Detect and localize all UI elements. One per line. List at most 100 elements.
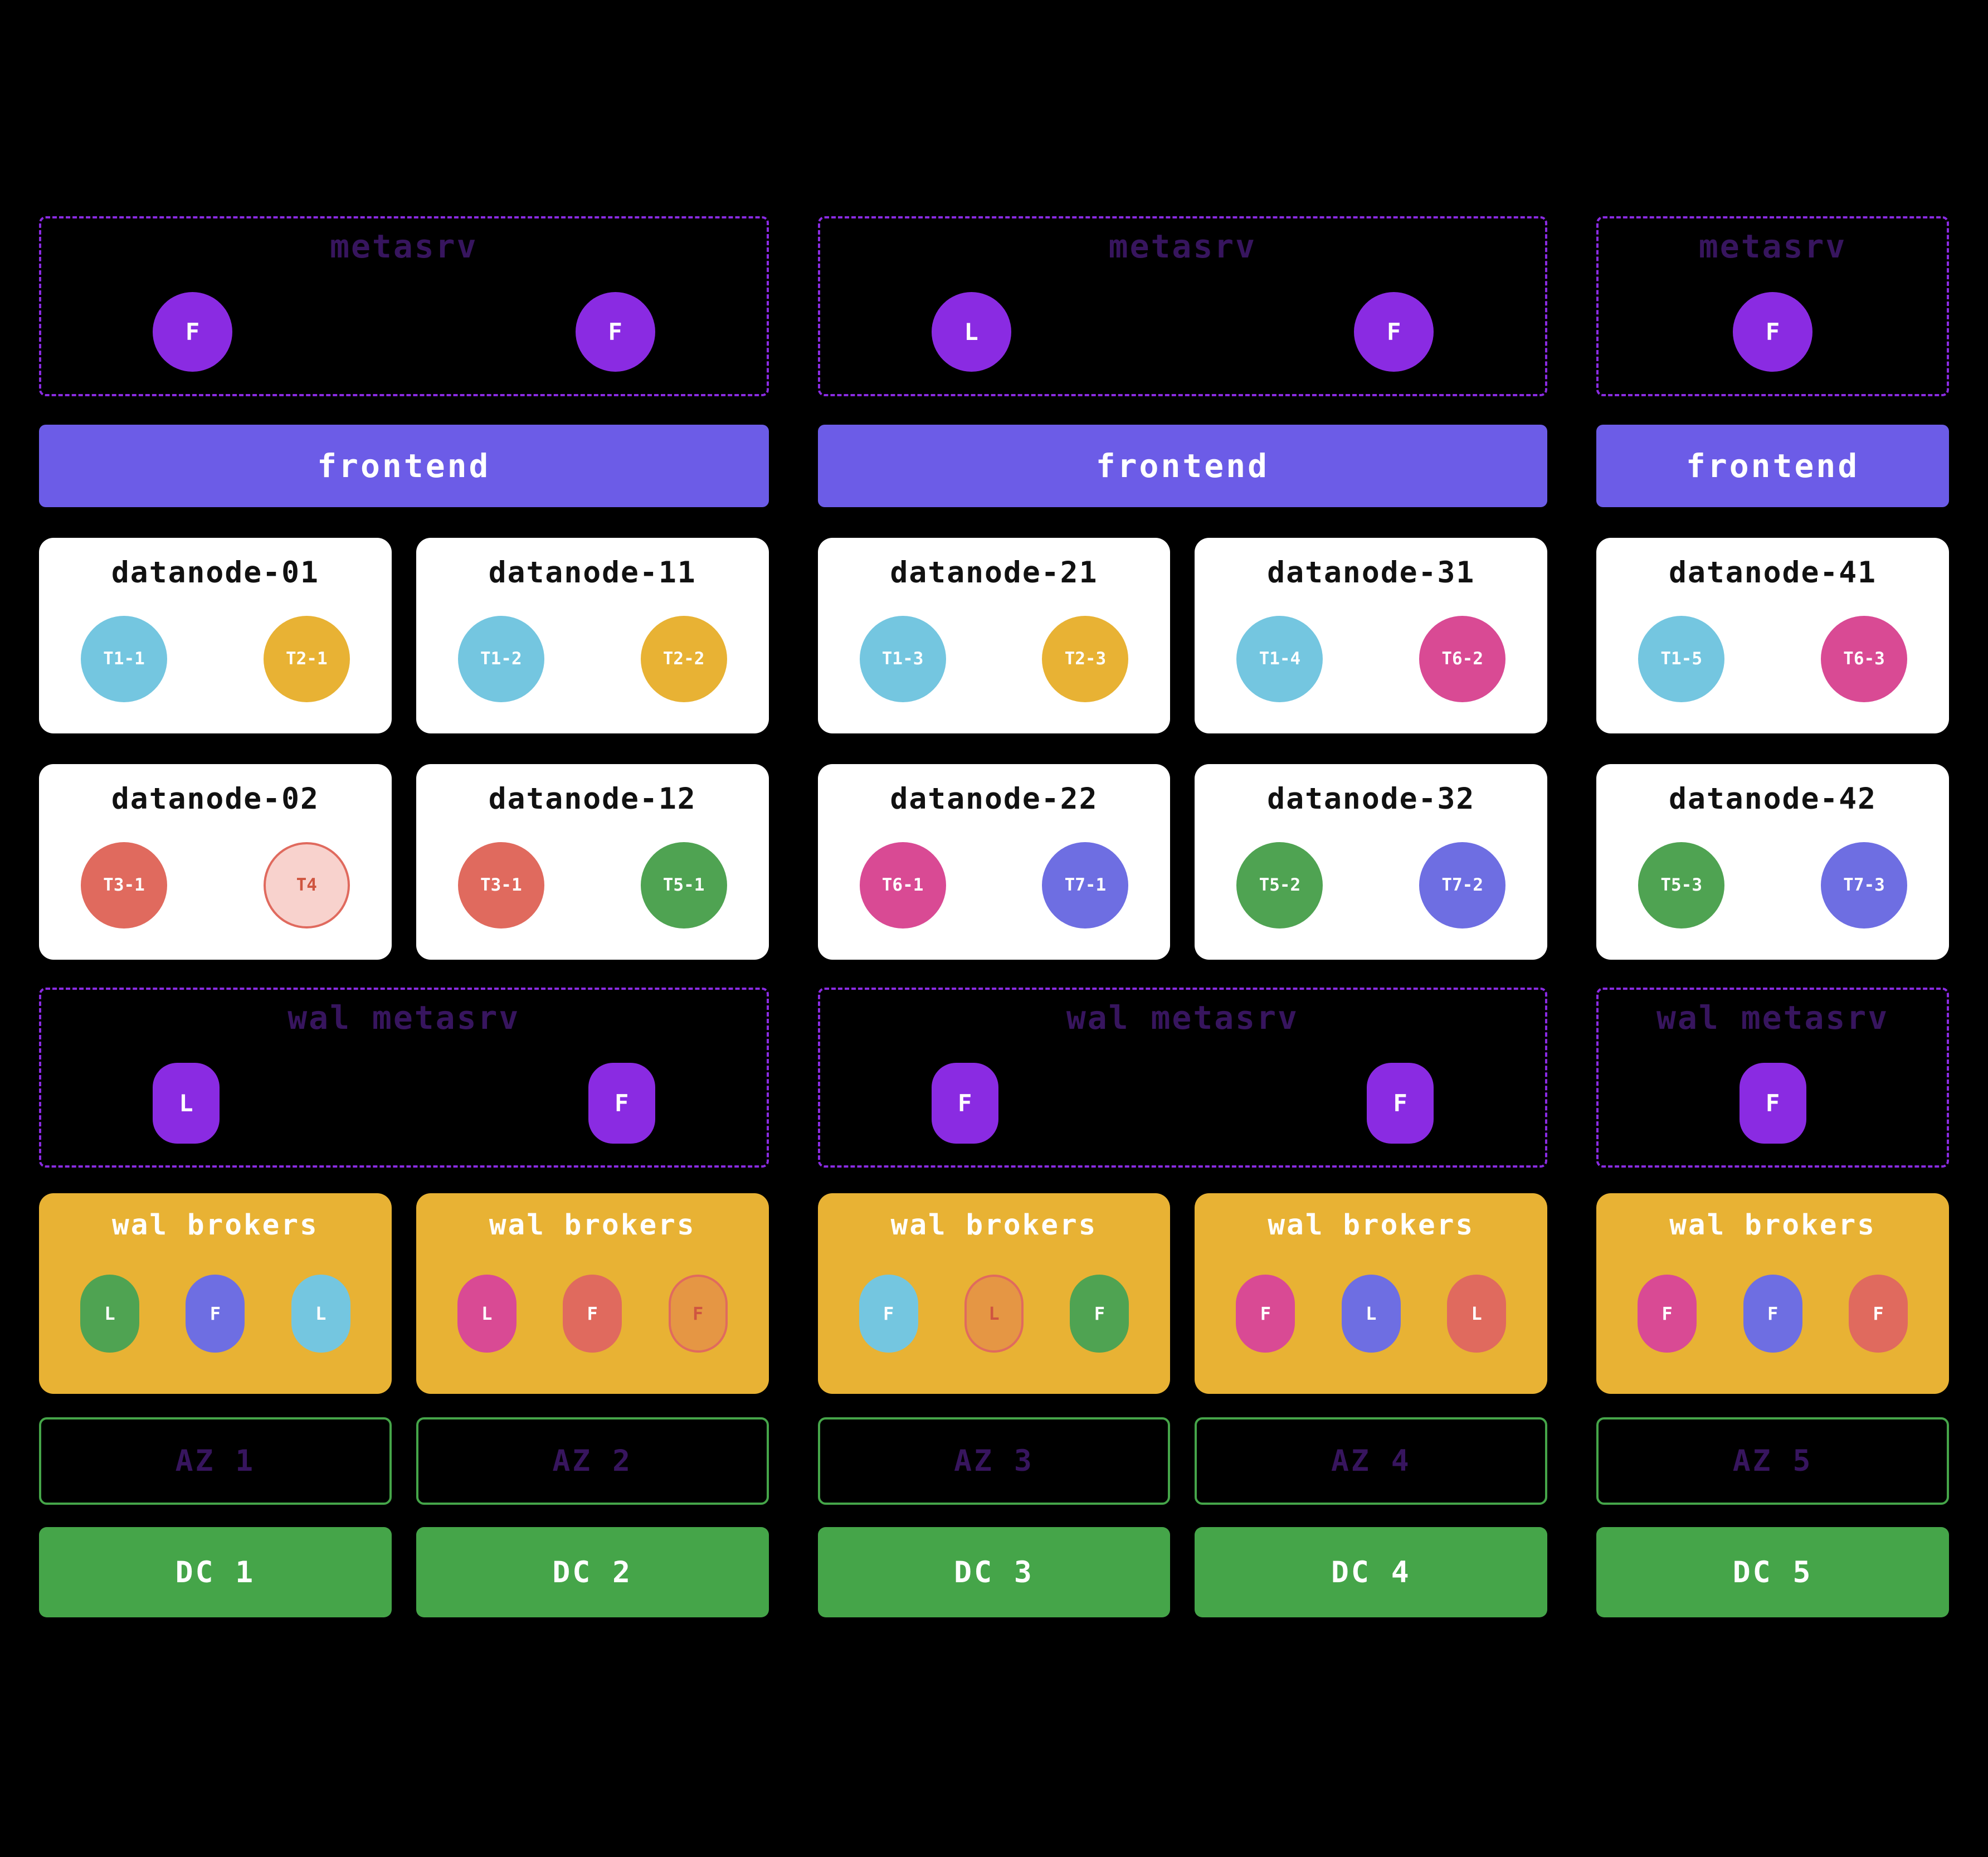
wal-broker-replicas: F L L xyxy=(1236,1242,1507,1394)
broker-replica: F xyxy=(1236,1274,1295,1353)
datanode-regions: T3-1 T4 xyxy=(81,816,350,960)
wal-broker-title: wal brokers xyxy=(112,1209,319,1242)
region-label: T1-3 xyxy=(881,649,924,669)
region-label: T3-1 xyxy=(480,875,522,895)
wal-metasrv-title: wal metasrv xyxy=(1066,999,1299,1037)
replica-role-label: F xyxy=(1661,1302,1673,1324)
datanode-card: datanode-21 T1-3 T2-3 xyxy=(817,538,1171,733)
wal-metasrv-node: F xyxy=(588,1063,655,1144)
region-label: T5-2 xyxy=(1259,875,1301,895)
region-label: T2-3 xyxy=(1064,649,1107,669)
region-circle: T3-1 xyxy=(81,842,167,929)
datanode-title: datanode-32 xyxy=(1267,782,1475,816)
datanode-card: datanode-11 T1-2 T2-2 xyxy=(416,538,769,733)
node-role-label: F xyxy=(1393,1090,1407,1117)
wal-broker-box: wal brokers L F L xyxy=(39,1193,392,1394)
region-label: T1-5 xyxy=(1660,649,1703,669)
region-label: T1-2 xyxy=(480,649,522,669)
datanode-card: datanode-02 T3-1 T4 xyxy=(39,764,392,960)
region-label: T5-3 xyxy=(1660,875,1703,895)
replica-role-label: L xyxy=(988,1302,1000,1324)
datanode-title: datanode-21 xyxy=(890,556,1098,590)
region-circle: T6-1 xyxy=(859,842,946,929)
wal-metasrv-node: F xyxy=(1367,1063,1434,1144)
broker-replica: L xyxy=(1447,1274,1507,1353)
region-circle: T2-3 xyxy=(1042,615,1129,702)
az-box: AZ 1 xyxy=(39,1417,392,1505)
node-role-label: F xyxy=(1765,318,1780,346)
region-circle: T4 xyxy=(263,842,350,929)
wal-broker-box: wal brokers F L F xyxy=(817,1193,1171,1394)
metasrv-box-2: metasrv L F xyxy=(817,216,1548,396)
datanode-title: datanode-22 xyxy=(890,782,1098,816)
broker-replica: F xyxy=(1743,1274,1802,1353)
region-label: T5-1 xyxy=(662,875,705,895)
datanode-card: datanode-31 T1-4 T6-2 xyxy=(1195,538,1548,733)
frontend-bar: frontend xyxy=(1596,425,1949,507)
region-label: T7-2 xyxy=(1441,875,1484,895)
replica-role-label: F xyxy=(1260,1302,1271,1324)
datanode-row-1: datanode-01 T1-1 T2-1 datanode-11 T1-2 T… xyxy=(39,538,1949,733)
replica-role-label: F xyxy=(1767,1302,1779,1324)
broker-replica: F xyxy=(1070,1274,1129,1353)
metasrv-row: metasrv F F metasrv L F metasrv F xyxy=(39,216,1949,396)
datanode-title: datanode-41 xyxy=(1669,556,1877,590)
wal-broker-replicas: L F F xyxy=(457,1242,728,1394)
datanode-regions: T5-2 T7-2 xyxy=(1236,816,1506,960)
wal-broker-box: wal brokers F F F xyxy=(1596,1193,1949,1394)
region-circle: T1-3 xyxy=(859,615,946,702)
wal-metasrv-box-3: wal metasrv F xyxy=(1596,988,1949,1168)
metasrv-node: F xyxy=(1733,292,1813,372)
replica-role-label: F xyxy=(1873,1302,1884,1324)
broker-replica: F xyxy=(859,1274,918,1353)
dc-box: DC 2 xyxy=(416,1527,769,1617)
wal-metasrv-node: L xyxy=(153,1063,220,1144)
datanode-regions: T6-1 T7-1 xyxy=(859,816,1129,960)
broker-replica: L xyxy=(457,1274,517,1353)
broker-replica: L xyxy=(80,1274,139,1353)
replica-role-label: L xyxy=(1471,1302,1482,1324)
region-circle: T5-1 xyxy=(640,842,727,929)
region-label: T2-2 xyxy=(662,649,705,669)
region-circle: T1-4 xyxy=(1236,615,1323,702)
wal-metasrv-node: F xyxy=(1739,1063,1806,1144)
broker-replica: F xyxy=(186,1274,245,1353)
datanode-card: datanode-41 T1-5 T6-3 xyxy=(1596,538,1949,733)
region-circle: T1-5 xyxy=(1638,615,1725,702)
metasrv-node: L xyxy=(931,292,1011,372)
replica-role-label: F xyxy=(692,1302,704,1324)
datanode-card: datanode-42 T5-3 T7-3 xyxy=(1596,764,1949,960)
region-label: T7-3 xyxy=(1843,875,1885,895)
region-label: T4 xyxy=(296,875,317,895)
datanode-title: datanode-42 xyxy=(1669,782,1877,816)
dc-row: DC 1 DC 2 DC 3 DC 4 DC 5 xyxy=(39,1527,1949,1617)
datanode-title: datanode-31 xyxy=(1267,556,1475,590)
wal-metasrv-box-1: wal metasrv L F xyxy=(39,988,769,1168)
replica-role-label: F xyxy=(1094,1302,1105,1324)
metasrv-box-1: metasrv F F xyxy=(39,216,769,396)
datanode-regions: T1-2 T2-2 xyxy=(457,590,727,733)
frontend-row: frontend frontend frontend xyxy=(39,425,1949,507)
metasrv-title: metasrv xyxy=(1698,227,1847,265)
node-role-label: F xyxy=(1765,1090,1780,1117)
metasrv-node: F xyxy=(1354,292,1434,372)
metasrv-nodes: L F xyxy=(820,265,1546,394)
node-role-label: F xyxy=(957,1090,972,1117)
datanode-title: datanode-12 xyxy=(488,782,696,816)
datanode-regions: T1-4 T6-2 xyxy=(1236,590,1506,733)
region-circle: T2-1 xyxy=(263,615,350,702)
wal-broker-title: wal brokers xyxy=(1268,1209,1475,1242)
replica-role-label: F xyxy=(587,1302,598,1324)
region-circle: T7-2 xyxy=(1419,842,1506,929)
region-circle: T3-1 xyxy=(457,842,544,929)
region-label: T7-1 xyxy=(1064,875,1107,895)
node-role-label: L xyxy=(179,1090,193,1117)
broker-replica: F xyxy=(1638,1274,1697,1353)
metasrv-nodes: F F xyxy=(41,265,767,394)
node-role-label: L xyxy=(964,318,978,346)
datanode-regions: T3-1 T5-1 xyxy=(457,816,727,960)
dc-box: DC 3 xyxy=(817,1527,1171,1617)
broker-replica: F xyxy=(668,1274,728,1353)
wal-metasrv-row: wal metasrv L F wal metasrv F F wal meta… xyxy=(39,988,1949,1168)
